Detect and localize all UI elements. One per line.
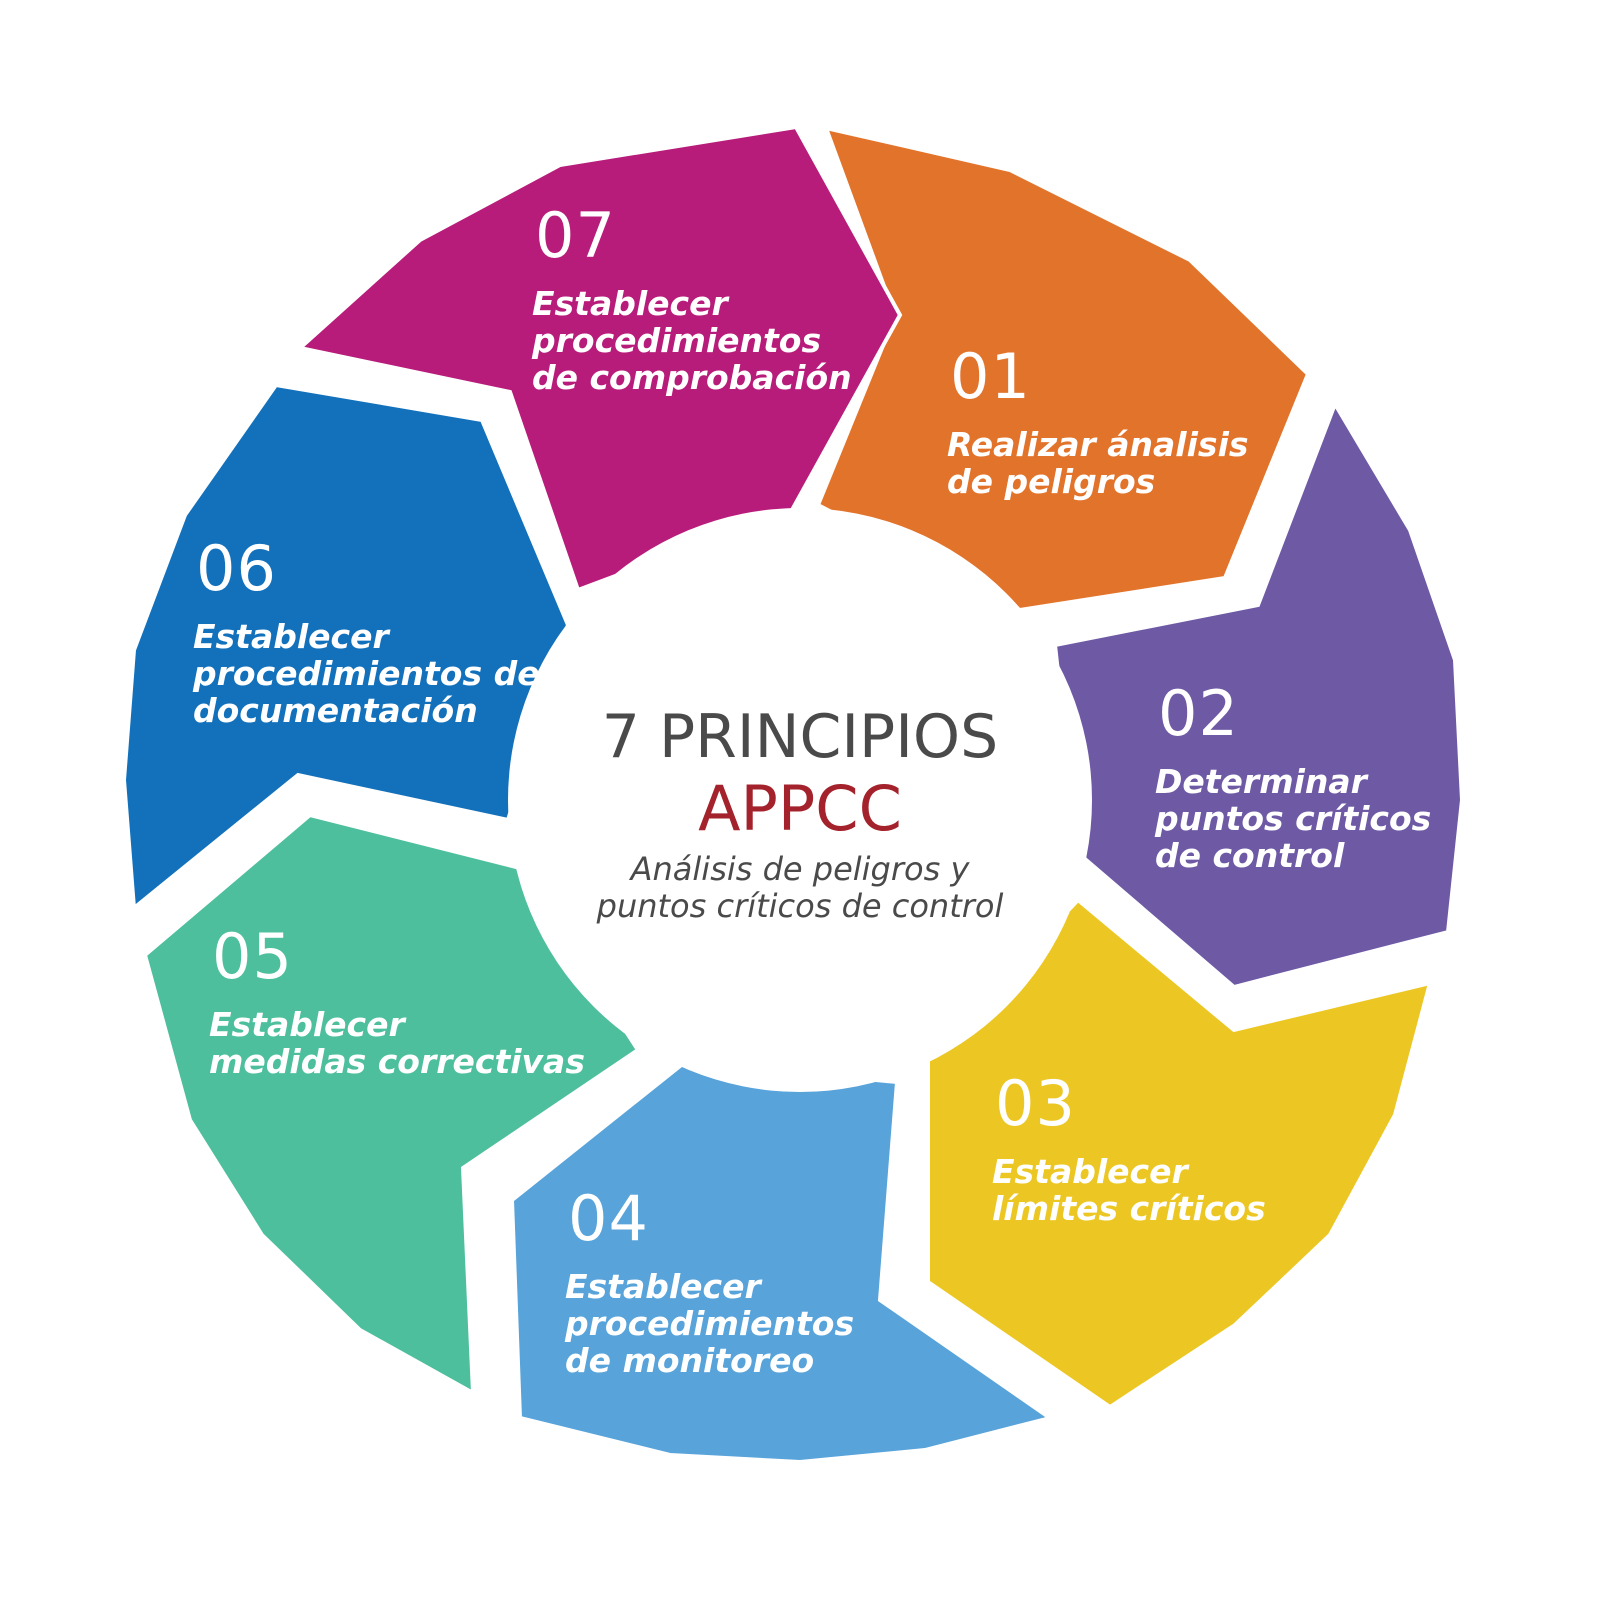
step-number-07: 07 bbox=[535, 199, 616, 272]
segments-group bbox=[121, 124, 1465, 1465]
step-07-text-line-1: Establecer bbox=[532, 284, 729, 323]
step-06-text-line-1: Establecer bbox=[193, 617, 390, 656]
segment-03 bbox=[926, 897, 1433, 1410]
step-01-text-line-1: Realizar ánalisis bbox=[947, 425, 1249, 464]
step-number-02: 02 bbox=[1158, 677, 1239, 750]
step-06-text-line-2: procedimientos de bbox=[192, 654, 540, 693]
step-02-text-line-1: Determinar bbox=[1155, 762, 1369, 801]
step-04-text-line-1: Establecer bbox=[565, 1267, 762, 1306]
step-06-text-line-3: documentación bbox=[193, 691, 478, 730]
segment-05 bbox=[142, 812, 641, 1397]
segment-01 bbox=[815, 125, 1311, 613]
segment-04 bbox=[509, 1059, 1055, 1465]
step-05-text-line-2: medidas correctivas bbox=[209, 1042, 585, 1081]
step-04-text-line-3: de monitoreo bbox=[565, 1341, 814, 1380]
step-07-text-line-3: de comprobación bbox=[532, 358, 852, 397]
center-circle bbox=[508, 508, 1092, 1092]
step-number-01: 01 bbox=[950, 340, 1031, 413]
step-03-text-line-1: Establecer bbox=[992, 1152, 1189, 1191]
center-subtitle-line1: Análisis de peligros y bbox=[629, 850, 971, 888]
step-03-text-line-2: límites críticos bbox=[992, 1189, 1266, 1228]
center-subtitle-line2: puntos críticos de control bbox=[596, 887, 1004, 925]
step-04-text-line-2: procedimientos bbox=[564, 1304, 854, 1343]
step-02-text-line-2: puntos críticos bbox=[1154, 799, 1431, 838]
segment-02 bbox=[1052, 399, 1465, 990]
step-02-text-line-3: de control bbox=[1155, 836, 1345, 875]
step-01-text-line-2: de peligros bbox=[947, 462, 1155, 501]
segment-06 bbox=[121, 382, 571, 912]
step-05-text-line-1: Establecer bbox=[209, 1005, 406, 1044]
segment-07 bbox=[295, 124, 903, 593]
step-number-03: 03 bbox=[995, 1067, 1076, 1140]
step-07-text-line-2: procedimientos bbox=[531, 321, 821, 360]
center-title: 7 PRINCIPIOS bbox=[602, 702, 998, 772]
center-acronym: APPCC bbox=[698, 772, 902, 845]
step-number-06: 06 bbox=[196, 532, 277, 605]
step-number-05: 05 bbox=[212, 920, 293, 993]
step-number-04: 04 bbox=[568, 1182, 649, 1255]
